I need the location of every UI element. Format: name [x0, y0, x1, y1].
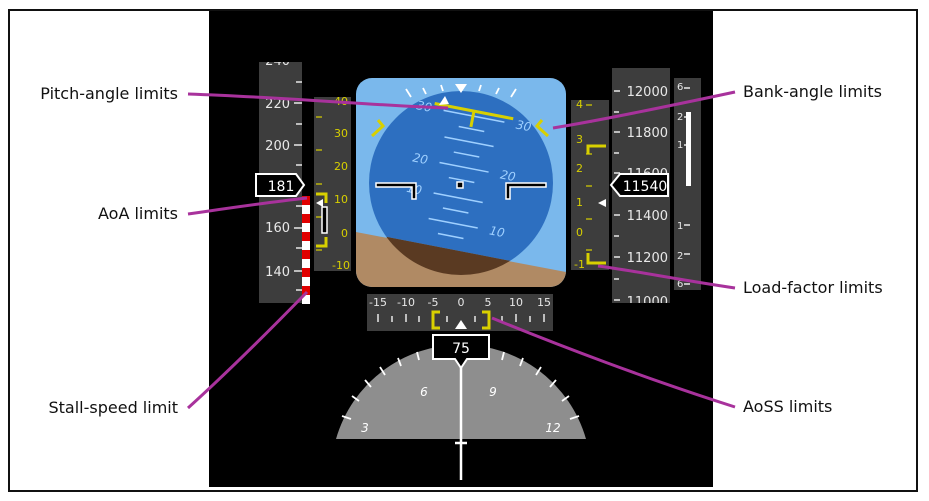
- pitch-label-left: 20: [411, 150, 429, 167]
- aoss-tick-label: 10: [509, 296, 523, 309]
- altitude-tick-label: 11400: [627, 209, 668, 224]
- callout-line-aoss: [491, 316, 736, 409]
- vsi-tick-label: 2: [677, 112, 683, 123]
- load-factor-tick-label: 4: [576, 98, 583, 111]
- load-factor-scale: 4 3 2 1 0 -1: [571, 98, 609, 271]
- callout-line-stall-speed: [186, 290, 309, 410]
- callout-pitch-angle-limits: Pitch-angle limits: [40, 84, 178, 103]
- callout-lines: [186, 90, 736, 410]
- load-factor-tick-label: 0: [576, 226, 583, 239]
- pitch-label-right: 20: [499, 167, 517, 184]
- bank-scale: [405, 84, 517, 98]
- aoa-scale: 40 30 20 10 0 -10: [314, 95, 351, 272]
- vertical-speed-indicator: 6 2 1 1 2 6: [674, 78, 701, 290]
- vsi-bar: [686, 112, 691, 186]
- altitude-readout: 11540: [609, 173, 669, 197]
- aoa-tick-label: 20: [334, 160, 348, 173]
- altitude-value: 11540: [623, 179, 668, 195]
- heading-tick-label: 6: [420, 385, 428, 399]
- heading-value: 75: [452, 341, 470, 357]
- heading-tick-label: 9: [489, 385, 497, 399]
- altitude-tick-label: 11200: [627, 251, 668, 266]
- pitch-limit-bar: [434, 102, 514, 128]
- load-factor-tick-label: 3: [576, 133, 583, 146]
- heading-tick-label: 3: [361, 421, 369, 435]
- callout-line-bank-angle: [552, 90, 736, 130]
- airspeed-readout: 181: [255, 173, 306, 197]
- callout-stall-speed-limit: Stall-speed limit: [48, 398, 178, 417]
- bank-pointer: [439, 96, 449, 105]
- callout-load-factor-limits: Load-factor limits: [743, 278, 883, 297]
- vsi-tick-label: 2: [677, 251, 683, 262]
- aoa-tick-label: -10: [332, 259, 350, 272]
- bank-index-triangle: [455, 84, 467, 93]
- aoa-limit-brackets: [316, 192, 328, 248]
- load-factor-limit-brackets: [586, 144, 606, 265]
- vsi-tick-label: 6: [677, 82, 683, 93]
- aoa-pointer: [316, 199, 323, 207]
- aoss-pointer: [455, 320, 467, 329]
- airspeed-tick-label: 160: [265, 221, 290, 236]
- load-factor-tick-label: 1: [576, 196, 583, 209]
- airspeed-tick-label: 140: [265, 265, 290, 280]
- callout-aoa-limits: AoA limits: [98, 204, 178, 223]
- attitude-indicator: 30 20 10 30 20 10: [356, 78, 566, 287]
- aircraft-symbol: [375, 181, 547, 200]
- aoss-tick-label: 15: [537, 296, 551, 309]
- load-factor-pointer: [598, 199, 606, 207]
- load-factor-tick-label: 2: [576, 162, 583, 175]
- load-factor-tick-label: -1: [574, 258, 585, 271]
- aoss-tick-label: 0: [458, 296, 465, 309]
- vsi-tick-label: 1: [677, 140, 683, 151]
- callout-bank-angle-limits: Bank-angle limits: [743, 82, 882, 101]
- altitude-tick-label: 12000: [627, 85, 668, 100]
- vsi-tick-label: 1: [677, 221, 683, 232]
- airspeed-tick-label: 220: [265, 97, 290, 112]
- aoa-bar: [321, 206, 328, 234]
- aoss-tick-label: -10: [397, 296, 415, 309]
- aoss-tick-label: 5: [485, 296, 492, 309]
- vsi-tick-label: 6: [677, 279, 683, 290]
- aoss-scale: -15 -10 -5 0 5 10 15: [367, 294, 553, 331]
- aoss-tick-label: -15: [369, 296, 387, 309]
- aoa-tick-label: 0: [341, 227, 348, 240]
- callout-line-pitch-angle: [187, 92, 449, 110]
- altitude-tick-label: 11000: [627, 295, 668, 310]
- heading-tick-label: 12: [545, 421, 560, 435]
- altitude-tick-label: 11800: [627, 126, 668, 141]
- callout-aoss-limits: AoSS limits: [743, 397, 832, 416]
- aoa-tick-label: 10: [334, 193, 348, 206]
- airspeed-tape: 240 220 200 160 140 181: [255, 54, 310, 304]
- pitch-label-right: 10: [488, 223, 506, 240]
- callout-line-load-factor: [597, 264, 736, 290]
- stall-speed-strip: [302, 196, 310, 304]
- heading-readout: 75: [432, 334, 490, 370]
- aoss-tick-label: -5: [428, 296, 439, 309]
- aoss-limit-brackets: [431, 310, 491, 330]
- heading-indicator: 3 6 9 12 75: [336, 334, 586, 480]
- callout-line-aoa: [187, 196, 308, 216]
- airspeed-tick-label: 240: [265, 54, 290, 69]
- pitch-label-right: 30: [515, 118, 533, 135]
- aoa-tick-label: 30: [334, 127, 348, 140]
- airspeed-value: 181: [268, 179, 295, 195]
- bank-limit-brackets: [370, 119, 550, 138]
- airspeed-tick-label: 200: [265, 139, 290, 154]
